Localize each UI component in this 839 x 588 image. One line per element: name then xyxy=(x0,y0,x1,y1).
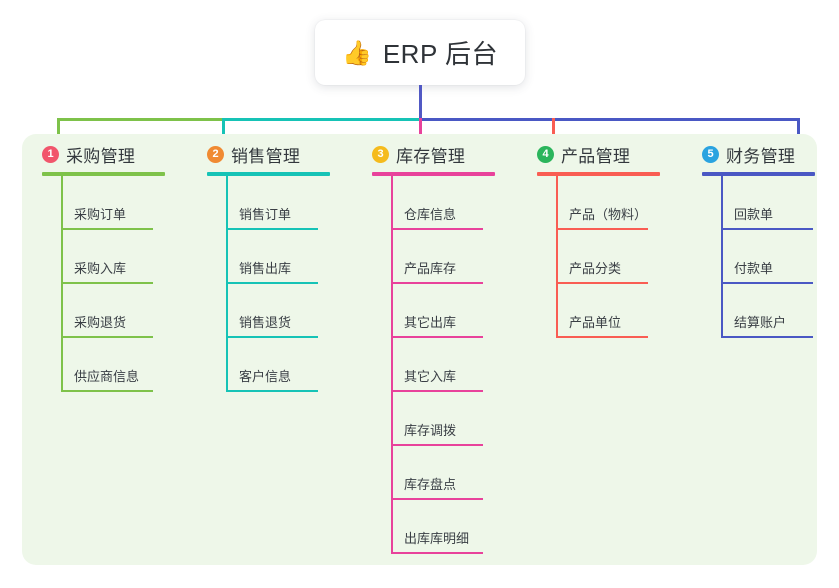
branch-header-5[interactable]: 5 财务管理 xyxy=(702,142,795,167)
leaf-label: 销售订单 xyxy=(239,207,292,222)
leaf-label: 库存盘点 xyxy=(404,477,457,492)
branch-header-rule xyxy=(372,172,495,176)
leaf-rule xyxy=(721,228,813,230)
branch-header-rule xyxy=(537,172,660,176)
leaf-label: 库存调拨 xyxy=(404,423,457,438)
branch-title: 产品管理 xyxy=(561,147,631,166)
branch-number-badge: 5 xyxy=(702,146,719,163)
leaf-rule xyxy=(61,336,153,338)
root-trunk-line xyxy=(419,85,422,121)
branch-panel xyxy=(22,134,817,565)
branch-number-badge: 2 xyxy=(207,146,224,163)
leaf-label: 其它入库 xyxy=(404,369,457,384)
branch-header-4[interactable]: 4 产品管理 xyxy=(537,142,630,167)
branch-header-rule xyxy=(702,172,815,176)
bus-segment-2 xyxy=(222,118,422,121)
leaf-rule xyxy=(226,336,318,338)
leaf-label: 出库库明细 xyxy=(404,531,470,546)
leaf-rule xyxy=(61,282,153,284)
leaf-label: 产品单位 xyxy=(569,315,622,330)
thumbs-up-icon: 👍 xyxy=(341,39,372,67)
branch-spine xyxy=(721,176,723,338)
leaf-label: 回款单 xyxy=(734,207,774,222)
bus-segment-3 xyxy=(419,118,800,121)
branch-title: 采购管理 xyxy=(66,147,136,166)
branch-number-badge: 4 xyxy=(537,146,554,163)
root-node-title: ERP 后台 xyxy=(382,39,499,69)
leaf-rule xyxy=(226,282,318,284)
leaf-rule xyxy=(721,336,813,338)
branch-header-1[interactable]: 1 采购管理 xyxy=(42,142,135,167)
leaf-rule xyxy=(391,336,483,338)
leaf-label: 产品分类 xyxy=(569,261,622,276)
branch-title: 销售管理 xyxy=(231,147,301,166)
branch-spine xyxy=(391,176,393,554)
branch-spine xyxy=(556,176,558,338)
branch-header-rule xyxy=(207,172,330,176)
leaf-label: 销售出库 xyxy=(239,261,292,276)
leaf-label: 采购退货 xyxy=(74,315,127,330)
leaf-label: 仓库信息 xyxy=(404,207,457,222)
leaf-rule xyxy=(391,390,483,392)
leaf-label: 采购入库 xyxy=(74,261,127,276)
branch-header-rule xyxy=(42,172,165,176)
leaf-rule xyxy=(391,282,483,284)
branch-spine xyxy=(226,176,228,392)
root-node-card[interactable]: 👍 ERP 后台 xyxy=(315,20,525,85)
leaf-label: 客户信息 xyxy=(239,369,292,384)
leaf-rule xyxy=(391,552,483,554)
branch-number-badge: 1 xyxy=(42,146,59,163)
branch-spine xyxy=(61,176,63,392)
bus-segment-1 xyxy=(57,118,222,121)
leaf-label: 产品（物料） xyxy=(569,207,648,222)
leaf-rule xyxy=(61,390,153,392)
branch-header-2[interactable]: 2 销售管理 xyxy=(207,142,300,167)
leaf-label: 付款单 xyxy=(734,261,774,276)
branch-title: 库存管理 xyxy=(396,147,466,166)
leaf-rule xyxy=(226,390,318,392)
leaf-rule xyxy=(61,228,153,230)
leaf-label: 供应商信息 xyxy=(74,369,140,384)
leaf-label: 产品库存 xyxy=(404,261,457,276)
leaf-rule xyxy=(391,228,483,230)
branch-title: 财务管理 xyxy=(726,147,796,166)
leaf-rule xyxy=(226,228,318,230)
branch-number-badge: 3 xyxy=(372,146,389,163)
leaf-rule xyxy=(721,282,813,284)
leaf-label: 采购订单 xyxy=(74,207,127,222)
leaf-rule xyxy=(391,498,483,500)
leaf-label: 销售退货 xyxy=(239,315,292,330)
leaf-rule xyxy=(391,444,483,446)
leaf-label: 结算账户 xyxy=(734,315,787,330)
leaf-label: 其它出库 xyxy=(404,315,457,330)
branch-header-3[interactable]: 3 库存管理 xyxy=(372,142,465,167)
leaf-rule xyxy=(556,282,648,284)
root-node-content: 👍 ERP 后台 xyxy=(342,34,498,71)
leaf-rule xyxy=(556,228,648,230)
leaf-rule xyxy=(556,336,648,338)
